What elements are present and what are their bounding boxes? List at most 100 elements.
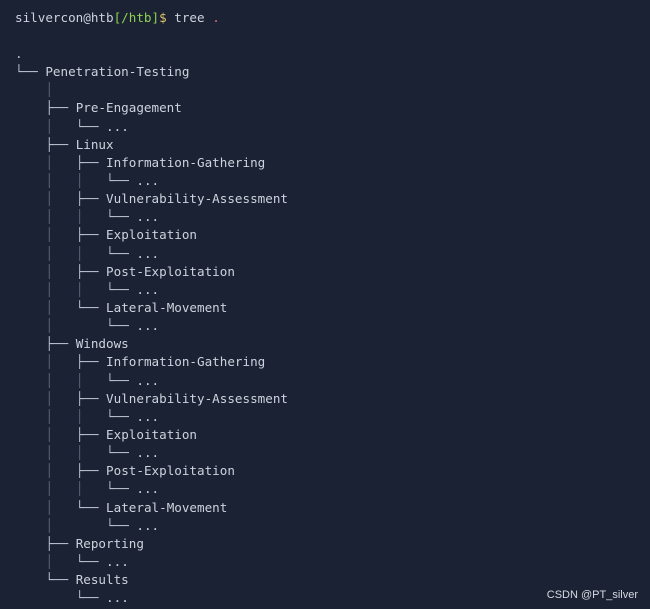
tree-branch: └── [45,572,76,588]
tree-guide [15,173,45,188]
tree-row: │ │ └── ... [15,372,288,390]
tree-directory-name: Pre-Engagement [75,100,182,116]
tree-branch: └── [106,172,137,188]
tree-ellipsis: ... [136,245,160,261]
tree-row: │ │ └── ... [15,172,288,190]
tree-directory-name: Linux [75,136,114,152]
tree-directory-name: Results [75,572,129,588]
tree-branch: ├── [75,154,107,170]
tree-guide [15,409,45,424]
tree-directory-name: Vulnerability-Assessment [106,191,289,207]
tree-row: │ └── Lateral-Movement [15,299,288,317]
tree-guide: │ [45,390,76,406]
tree-directory-name: Information-Gathering [106,354,266,370]
tree-guide: │ [45,191,76,207]
tree-guide: │ [75,245,107,261]
tree-guide [15,82,45,97]
tree-guide [15,137,45,152]
tree-row: │ [15,81,288,99]
tree-row: │ └── ... [15,118,288,136]
tree-guide: │ [45,517,76,533]
tree-guide [15,463,45,478]
tree-branch: ├── [75,227,107,243]
tree-guide [15,354,45,369]
tree-branch: ├── [45,336,76,352]
command-argument: . [212,10,220,25]
tree-branch: ├── [45,100,76,116]
tree-row: │ ├── Exploitation [15,226,288,244]
tree-row: │ │ └── ... [15,480,288,498]
tree-ellipsis: ... [136,481,160,497]
tree-ellipsis: ... [106,553,129,569]
tree-guide [76,318,106,333]
tree-row: │ ├── Post-Exploitation [15,263,288,281]
tree-branch: ├── [75,354,107,370]
tree-guide: │ [45,408,76,424]
tree-branch: ├── [75,463,107,479]
tree-branch: └── [15,64,46,80]
prompt-working-directory: [/htb] [113,10,160,25]
tree-guide: │ [45,263,76,279]
tree-row: │ │ └── ... [15,444,288,462]
tree-guide: │ [45,426,76,442]
tree-branch: ├── [75,426,107,442]
tree-guide: │ [45,209,76,225]
tree-row: └── Results [15,571,288,589]
tree-directory-name: Exploitation [106,426,198,442]
prompt-symbol: $ [159,10,167,25]
tree-guide [15,209,45,224]
tree-row: │ ├── Vulnerability-Assessment [15,190,288,208]
tree-guide [15,590,45,605]
tree-guide: │ [45,154,76,170]
tree-branch: ├── [75,390,107,406]
tree-branch: . [15,46,23,61]
tree-guide: │ [45,481,76,497]
tree-guide: │ [45,372,76,388]
tree-guide [15,264,45,279]
tree-branch: └── [75,590,107,606]
tree-branch: └── [106,445,137,461]
tree-guide: │ [45,281,76,297]
tree-row: │ ├── Exploitation [15,426,288,444]
tree-row: │ ├── Information-Gathering [15,154,288,172]
tree-guide: │ [45,463,76,479]
tree-guide [15,119,45,134]
tree-guide [15,427,45,442]
tree-ellipsis: ... [136,172,160,188]
tree-guide [15,481,45,496]
tree-branch: └── [106,372,137,388]
tree-row: │ │ └── ... [15,208,288,226]
tree-branch: └── [106,481,137,497]
tree-row: │ └── ... [15,553,288,571]
tree-guide [15,572,45,587]
tree-guide: │ [75,172,107,188]
tree-guide: │ [45,318,76,334]
tree-row: └── ... [15,589,288,607]
tree-guide [15,373,45,388]
tree-directory-name: Reporting [75,535,144,551]
tree-guide: │ [45,445,76,461]
tree-directory-name: Windows [75,336,129,352]
tree-guide [15,155,45,170]
tree-ellipsis: ... [136,408,160,424]
tree-row: │ ├── Information-Gathering [15,353,288,371]
tree-guide: │ [45,118,76,134]
tree-row: │ └── ... [15,517,288,535]
tree-guide: │ [45,499,76,515]
tree-branch: └── [75,118,107,134]
tree-guide: │ [45,82,76,98]
tree-guide [45,590,75,605]
tree-guide: │ [75,281,107,297]
prompt-user-host: silvercon@htb [15,10,114,25]
tree-directory-name: Penetration-Testing [45,64,190,80]
tree-row: ├── Windows [15,335,288,353]
tree-branch: ├── [75,191,107,207]
tree-branch: └── [106,245,137,261]
tree-ellipsis: ... [106,590,129,606]
tree-guide: │ [75,408,107,424]
tree-branch: └── [75,553,107,569]
tree-directory-name: Vulnerability-Assessment [106,390,289,406]
tree-directory-name: Information-Gathering [106,154,266,170]
tree-directory-name: Post-Exploitation [106,463,235,479]
